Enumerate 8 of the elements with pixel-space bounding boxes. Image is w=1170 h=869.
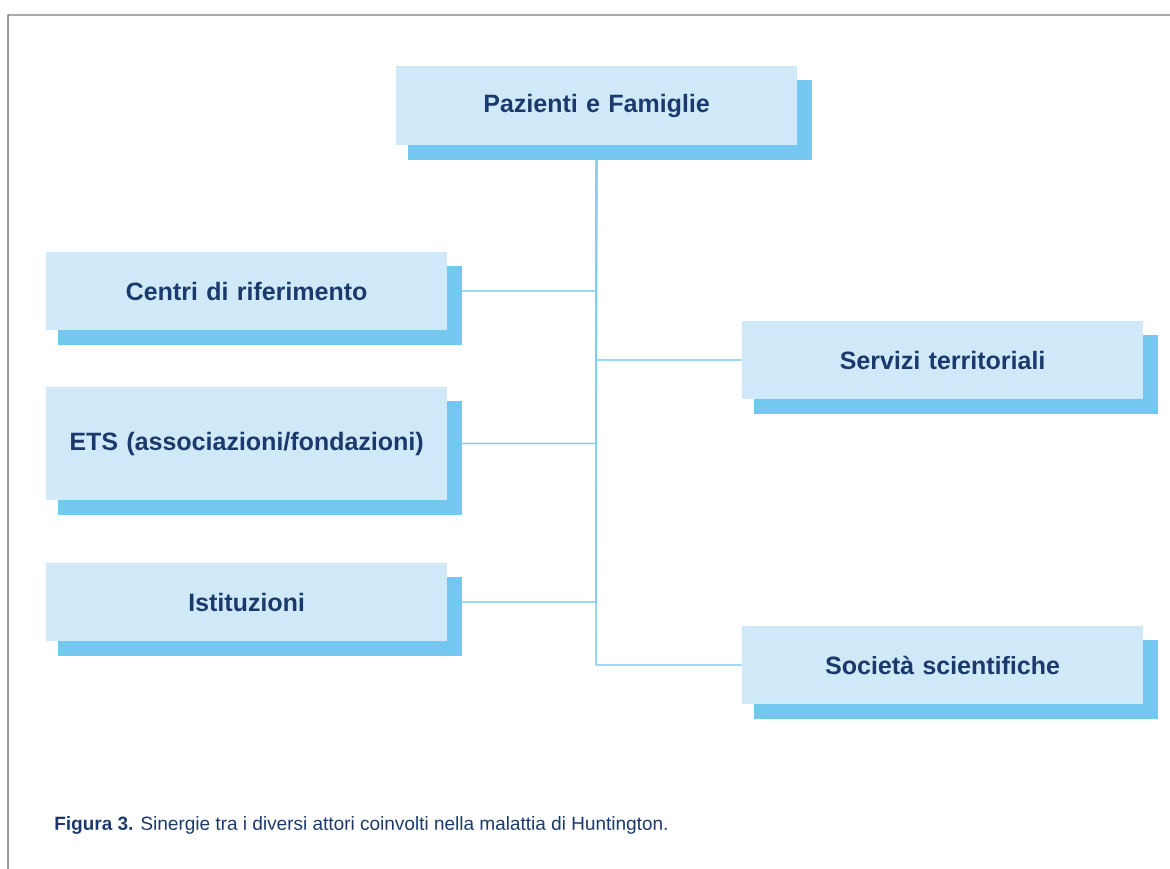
figure-caption: Figura 3. Sinergie tra i diversi attori coinvolti nella malattia di Huntington. — [55, 816, 667, 834]
process-box: Servizi territoriali — [742, 321, 1158, 414]
process-box: Pazienti e Famiglie — [396, 66, 812, 160]
process-box: Istituzioni — [46, 563, 462, 656]
process-box: ETS (associazioni/fondazioni) — [46, 387, 462, 515]
process-box: Centri di riferimento — [46, 252, 462, 345]
connector-line — [595, 159, 743, 666]
process-box: Società scientifiche — [742, 626, 1158, 719]
